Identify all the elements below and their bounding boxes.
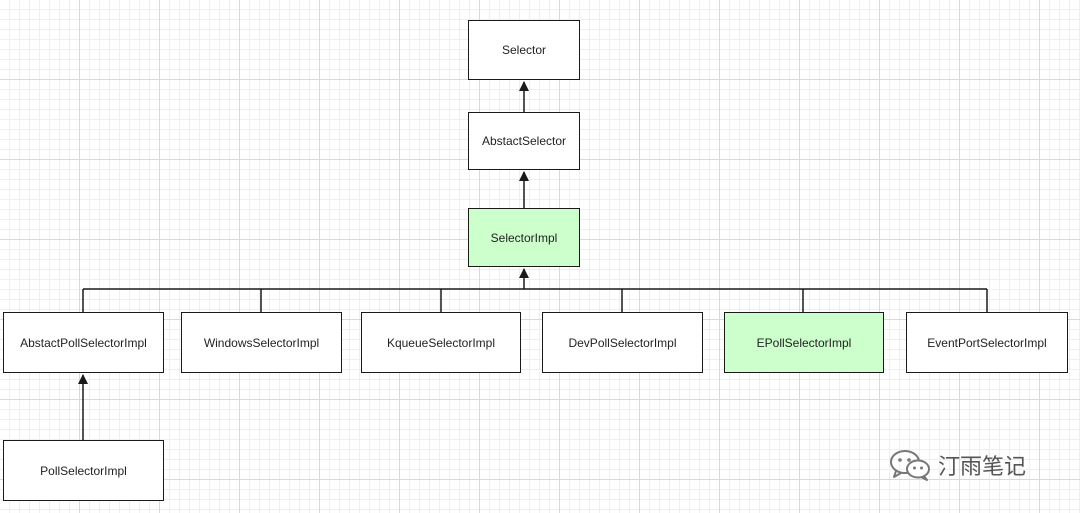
node-label: AbstactSelector [481,134,567,148]
node-selector-impl[interactable]: SelectorImpl [468,208,580,267]
node-label: EPollSelectorImpl [756,335,852,350]
node-poll-selector-impl[interactable]: PollSelectorImpl [3,440,164,501]
node-dev-poll-selector-impl[interactable]: DevPollSelectorImpl [542,312,703,373]
node-windows-selector-impl[interactable]: WindowsSelectorImpl [181,312,342,373]
node-label: EventPortSelectorImpl [927,335,1047,350]
node-kqueue-selector-impl[interactable]: KqueueSelectorImpl [361,312,521,373]
node-abstact-poll-selector-impl[interactable]: AbstactPollSelectorImpl [3,312,164,373]
node-label: DevPollSelectorImpl [568,335,677,350]
node-label: WindowsSelectorImpl [203,335,320,350]
node-label: Selector [501,43,547,57]
node-label: AbstactPollSelectorImpl [20,335,147,350]
node-label: SelectorImpl [490,230,558,245]
node-label: KqueueSelectorImpl [386,335,496,350]
node-label: PollSelectorImpl [40,463,127,478]
watermark: 汀雨笔记 [888,448,1026,482]
watermark-text: 汀雨笔记 [938,455,1027,480]
node-event-port-selector-impl[interactable]: EventPortSelectorImpl [906,312,1068,373]
wechat-icon [890,450,930,481]
node-epoll-selector-impl[interactable]: EPollSelectorImpl [724,312,884,373]
node-abstact-selector[interactable]: AbstactSelector [468,112,580,170]
node-selector[interactable]: Selector [468,20,580,80]
